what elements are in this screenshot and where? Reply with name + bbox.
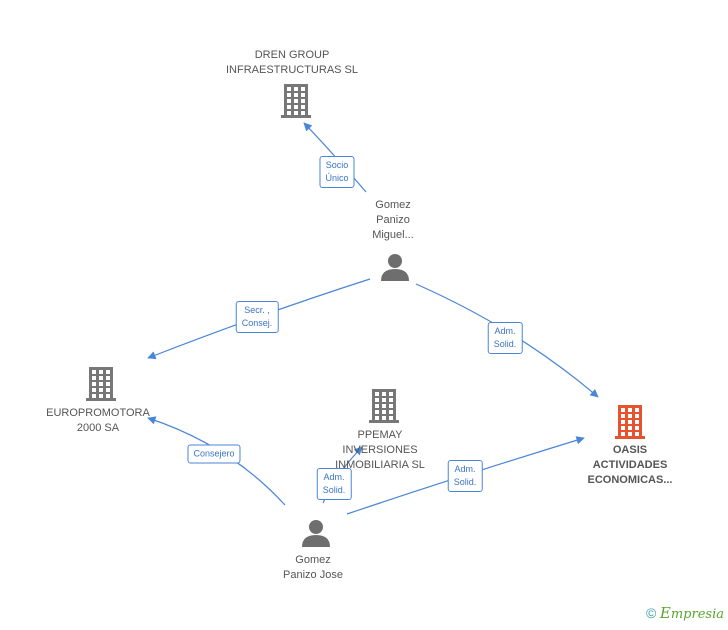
edge-label-adm-solid-2-line2: Solid. xyxy=(322,485,346,495)
node-miguel-line2: Panizo xyxy=(376,214,410,226)
edge-label-adm-solid-3-line2: Solid. xyxy=(453,477,477,487)
building-icon-europromotora[interactable] xyxy=(86,367,116,401)
node-oasis-line3: ECONOMICAS... xyxy=(587,474,673,486)
edge-label-adm-solid-jose-oasis[interactable]: Adm. Solid. xyxy=(447,460,483,492)
edge-label-socio-unico-line2: Único xyxy=(325,173,349,183)
node-jose-label[interactable]: Gomez Panizo Jose xyxy=(263,553,363,583)
node-jose-line2: Panizo Jose xyxy=(283,569,343,581)
node-ppemay-line1: PPEMAY xyxy=(357,429,403,441)
edge-label-adm-solid-2-line1: Adm. xyxy=(323,472,345,482)
brand-logo-initial: E xyxy=(659,604,671,622)
building-icon-ppemay[interactable] xyxy=(369,389,399,423)
brand-logo-rest: mpresia xyxy=(670,607,724,622)
edge-label-adm-solid-jose-ppemay[interactable]: Adm. Solid. xyxy=(316,468,352,500)
node-ppemay-label[interactable]: PPEMAY INVERSIONES INMOBILIARIA SL xyxy=(320,428,440,473)
edge-label-consejero-line1: Consejero xyxy=(193,448,235,459)
node-europromotora-line2: 2000 SA xyxy=(76,422,120,434)
building-icon-oasis[interactable] xyxy=(615,405,645,439)
copyright-symbol: © xyxy=(645,605,657,621)
edge-label-secr-consej-line1: Secr. , xyxy=(244,305,270,315)
node-oasis-line2: ACTIVIDADES xyxy=(592,459,668,471)
edge-label-adm-solid-miguel-oasis[interactable]: Adm. Solid. xyxy=(487,322,523,354)
node-dren-line1: DREN GROUP xyxy=(254,49,330,61)
node-dren-line2: INFRAESTRUCTURAS SL xyxy=(225,64,359,76)
node-europromotora-label[interactable]: EUROPROMOTORA 2000 SA xyxy=(38,406,158,436)
footer-brand[interactable]: © Empresia xyxy=(646,604,724,622)
node-miguel-label[interactable]: Gomez Panizo Miguel... xyxy=(343,198,443,243)
brand-logo: Empresia xyxy=(659,604,724,622)
edge-label-adm-solid-1-line2: Solid. xyxy=(493,339,517,349)
edge-label-socio-unico-line1: Socio xyxy=(325,160,349,170)
edge-miguel-dren xyxy=(303,122,367,193)
node-ppemay-line3: INMOBILIARIA SL xyxy=(335,459,425,471)
node-miguel-line1: Gomez xyxy=(375,199,411,211)
person-icon-miguel[interactable] xyxy=(381,254,409,281)
node-miguel-line3: Miguel... xyxy=(372,229,414,241)
edge-label-socio-unico[interactable]: Socio Único xyxy=(319,156,355,188)
building-icon-dren[interactable] xyxy=(281,84,311,118)
edge-label-adm-solid-3-line1: Adm. xyxy=(454,464,476,474)
node-oasis-line1: OASIS xyxy=(612,444,648,456)
edge-label-secr-consej[interactable]: Secr. , Consej. xyxy=(235,301,279,333)
person-icon-jose[interactable] xyxy=(302,520,330,547)
edge-label-secr-consej-line2: Consej. xyxy=(241,318,273,328)
node-icons xyxy=(86,84,645,547)
node-ppemay-line2: INVERSIONES xyxy=(342,444,418,456)
edge-label-consejero[interactable]: Consejero xyxy=(187,444,241,464)
node-oasis-label[interactable]: OASIS ACTIVIDADES ECONOMICAS... xyxy=(572,443,688,488)
node-dren-label[interactable]: DREN GROUP INFRAESTRUCTURAS SL xyxy=(212,48,372,78)
edge-label-adm-solid-1-line1: Adm. xyxy=(494,326,516,336)
node-europromotora-line1: EUROPROMOTORA xyxy=(46,407,150,419)
node-jose-line1: Gomez xyxy=(295,554,331,566)
